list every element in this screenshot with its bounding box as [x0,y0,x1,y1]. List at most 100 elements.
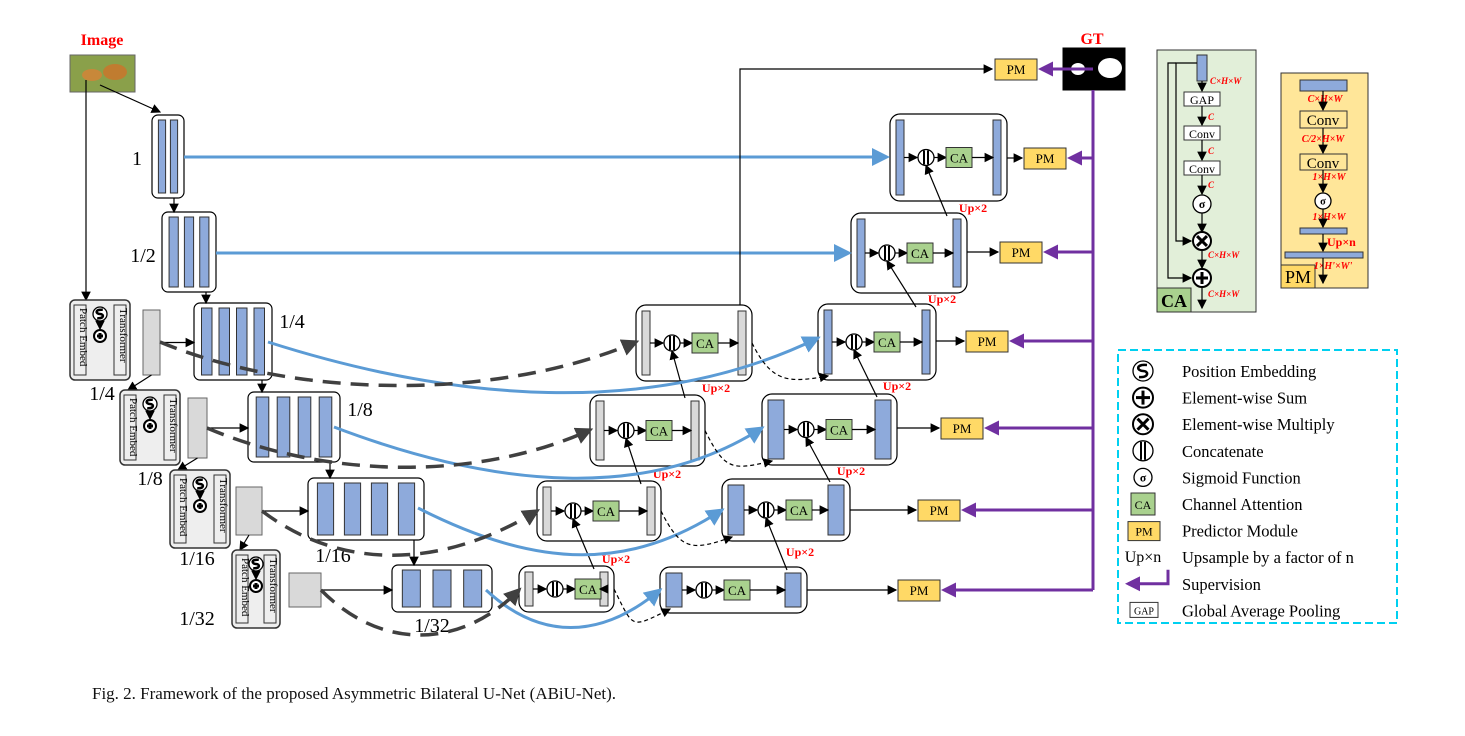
transformer-label: Transformer [267,558,279,613]
bilateral-dashed-link [704,430,774,468]
skip-connection-3 [267,336,821,395]
patch-embed-label: Patch Embed [77,308,89,367]
predictor-module-0 [994,58,1038,81]
patch-embed-label: Patch Embed [177,478,189,537]
legend-label: Global Average Pooling [1182,601,1340,620]
decoder-input-feature [595,400,605,461]
conv-label: Conv [1307,113,1340,129]
dim-label: C [1208,146,1215,156]
ca-input-feature [1196,54,1208,82]
upsample-arrow [571,517,595,570]
image-label: Image [81,32,124,49]
swirl [195,478,205,490]
blue-feature-map [157,119,167,194]
upsample-label: Up×2 [883,379,911,393]
ca-label: CA [911,246,930,261]
gap-icon [1129,601,1159,618]
transformer-box [163,394,177,461]
transformer-downsample-arrow [176,457,198,471]
ca-multiply-path [1175,62,1197,246]
x2 [1195,234,1209,248]
ca-panel-title: CA [1161,291,1187,311]
blue-feature-map [401,569,421,608]
swirl [251,558,261,570]
upsample-label: Up×2 [959,201,987,215]
transformer-box [213,474,227,544]
encoder-stage-1 [151,114,185,199]
legend-label: Supervision [1182,575,1261,594]
transformer-feature-map [235,486,263,536]
patch-embed-box [123,394,137,461]
ca-label: CA [728,583,747,598]
x2 [1136,417,1150,431]
transformer-skip-2 [206,426,594,469]
decoder-output-feature [646,486,656,536]
scale-label: 1 [132,148,142,170]
predictor-module-icon [1127,521,1161,542]
blue-feature-map [199,216,210,288]
legend-label: Concatenate [1182,442,1264,461]
scale-label: 1/8 [347,399,373,421]
decoder-input-feature [665,572,683,608]
blue-feature-map [253,307,265,376]
ca-panel-title-box [1156,287,1192,313]
transformer-scale-label: 1/32 [179,608,215,630]
transformer-box [113,304,127,376]
concatenate-icon [757,501,775,519]
blue-feature-map [218,307,230,376]
transformer-skip-1 [159,339,640,388]
channel-attention-icon [1130,492,1156,516]
predictor-module-3 [965,330,1009,353]
decoder-input-feature [542,486,552,536]
image-to-encoder-arrow [99,84,162,113]
pm-small-feature [1299,227,1348,235]
upsample-arrow [924,164,948,217]
blue-feature-map [276,396,291,458]
patch-embed-box [73,304,87,376]
bilateral-dashed-link [660,510,734,547]
ca-label: CA [597,504,616,519]
bilateral-dashed-link [613,588,672,623]
blue-feature-map [183,216,195,288]
conv-label: Conv [1307,156,1340,172]
concatenate-icon [917,148,935,167]
blue-feature-map [463,569,483,608]
transformer-label: Transformer [117,308,129,363]
dim-label: C×H×W [1208,289,1240,299]
decoder-output-feature [690,400,700,461]
predictor-module-1 [1023,147,1067,170]
ca-label: CA [950,151,969,166]
transformer-skip-4 [319,587,522,637]
predictor-module-2 [999,241,1043,264]
sigma-glyph: σ [1199,198,1206,211]
blue-feature-map [236,307,248,376]
dog-shape [82,69,102,81]
legend-symbol: CA [1135,498,1152,512]
gap-label: GAP [1190,93,1214,107]
blue-feature-map [432,569,452,608]
ca-residual-path [1167,62,1193,283]
ca-label: CA [696,336,715,351]
bilateral-dashed-link [751,342,830,383]
blue-feature-map [316,482,335,536]
conv-label: Conv [1189,162,1215,176]
transformer-scale-label: 1/4 [89,383,115,405]
legend-label: Upsample by a factor of n [1182,548,1354,567]
transformer-downsample-arrow [239,534,250,552]
legend-label: Channel Attention [1182,495,1303,514]
decoder-input-feature [823,309,833,375]
swirl [1137,363,1149,379]
supervision-arrow-icon [1125,569,1170,592]
upsample-arrow [886,259,917,308]
upsample-arrow [624,437,642,485]
upsample-arrow [805,436,831,483]
upsample-label: Up×2 [837,464,865,478]
decoder-input-feature [641,310,651,376]
swirl [145,398,155,410]
upsample-label: Up×2 [702,381,730,395]
sigmoid-icon [1133,467,1153,488]
transformer-label: Transformer [217,478,229,533]
concatenate-icon [546,580,564,598]
legend-label: Position Embedding [1182,362,1316,381]
dim-label: C×H×W [1308,94,1344,105]
